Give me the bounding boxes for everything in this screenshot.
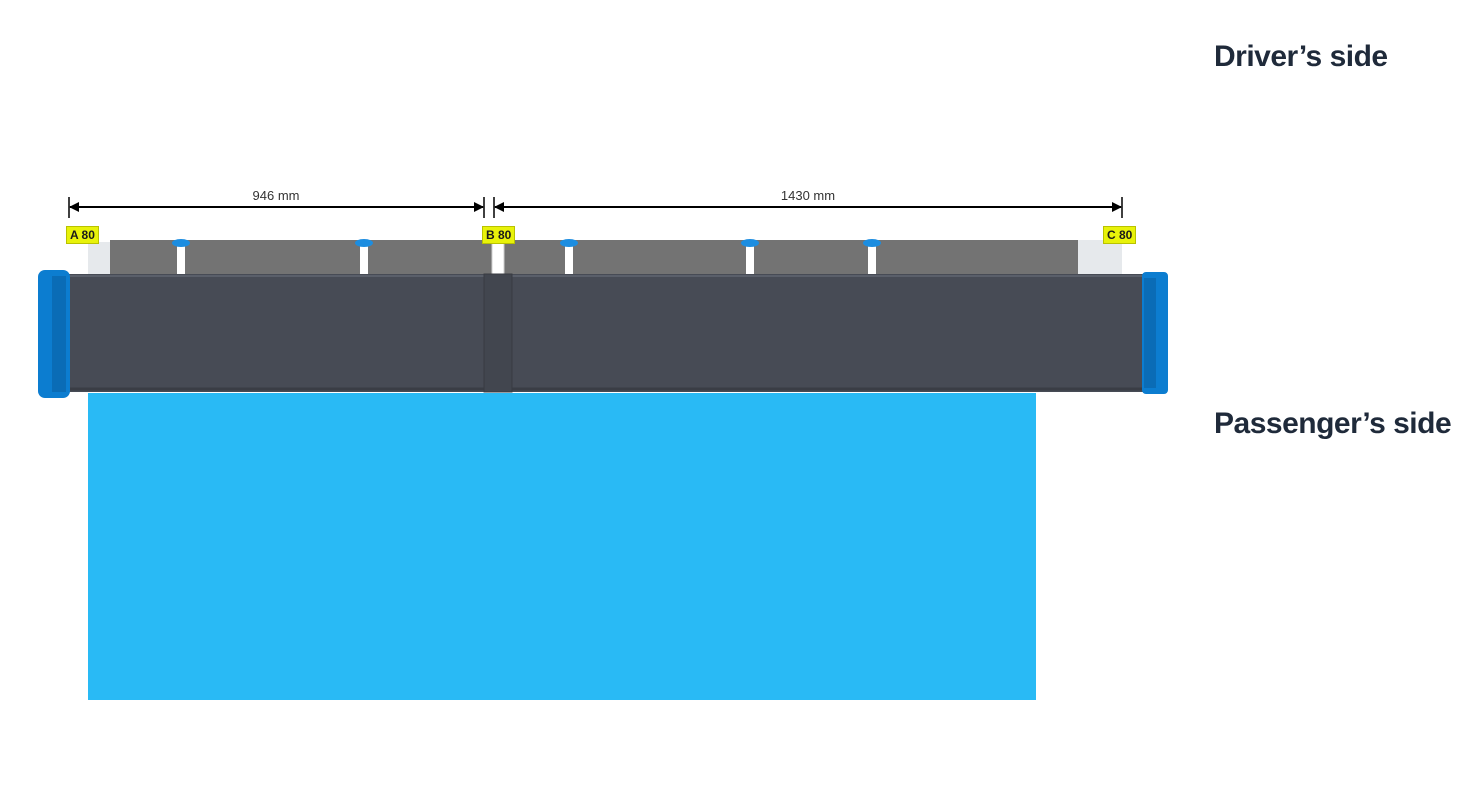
- passenger-side-label: Passenger’s side: [1214, 407, 1452, 440]
- case-joint: [483, 273, 513, 393]
- middle-bracket: [491, 241, 505, 275]
- mount-tag-a: A 80: [66, 226, 99, 244]
- awning-case: [60, 274, 1152, 392]
- left-rail-bracket: [88, 242, 110, 274]
- roof-rail-frame: [110, 240, 1078, 274]
- mount-tag-c: C 80: [1103, 226, 1137, 244]
- awning-fabric: [88, 393, 1036, 700]
- mount-tag-b: B 80: [482, 226, 516, 244]
- dimension-lines: [68, 197, 1123, 218]
- support-posts: [172, 239, 881, 274]
- dimension-label-1: 946 mm: [253, 188, 300, 203]
- driver-side-label: Driver’s side: [1214, 40, 1388, 73]
- right-rail-bracket: [1078, 240, 1122, 274]
- dimension-label-2: 1430 mm: [781, 188, 835, 203]
